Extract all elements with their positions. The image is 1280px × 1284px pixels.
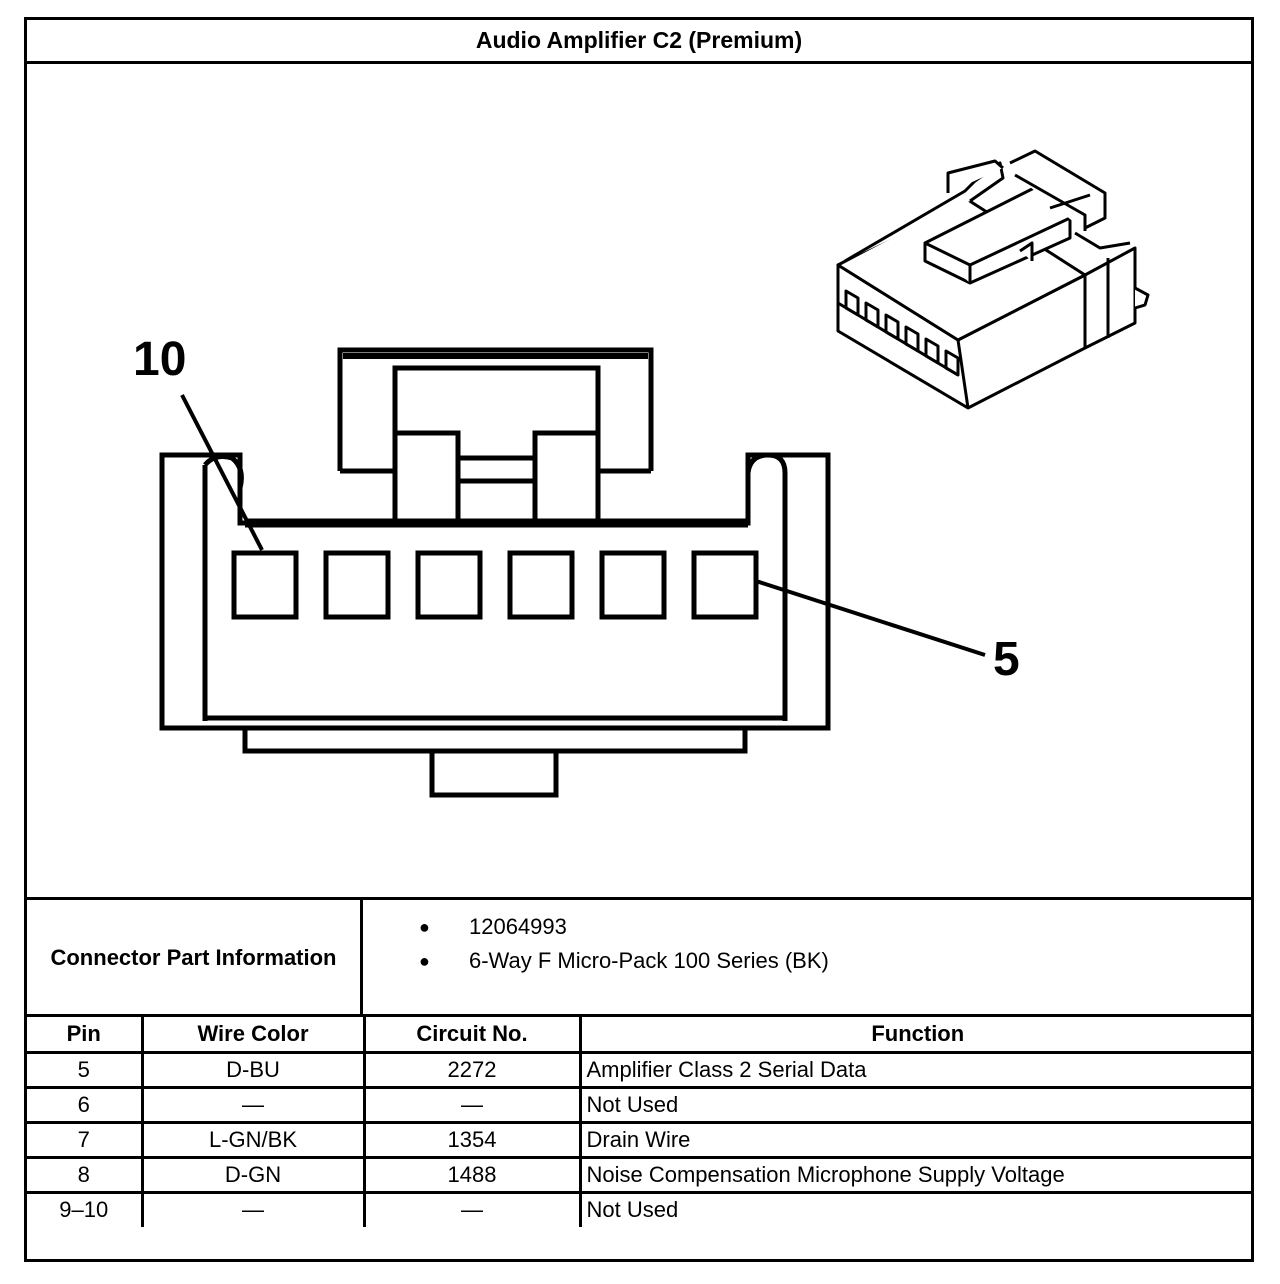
connector-description: 6-Way F Micro-Pack 100 Series (BK) xyxy=(469,948,829,973)
list-item: ● 6-Way F Micro-Pack 100 Series (BK) xyxy=(419,944,829,978)
cell-function: Not Used xyxy=(578,1190,1254,1227)
cell-pin: 6 xyxy=(27,1085,144,1124)
header-wire-color: Wire Color xyxy=(140,1017,366,1054)
cell-circuit: 1488 xyxy=(362,1155,582,1194)
connector-info-label: Connector Part Information xyxy=(27,900,363,1014)
connector-3d-illustration xyxy=(836,149,1150,410)
header-function: Function xyxy=(578,1017,1254,1054)
table-row: 5 D-BU 2272 Amplifier Class 2 Serial Dat… xyxy=(27,1050,1254,1089)
table-header-row: Pin Wire Color Circuit No. Function xyxy=(27,1017,1254,1054)
pin-cavity xyxy=(323,550,391,620)
cell-function: Noise Compensation Microphone Supply Vol… xyxy=(578,1155,1254,1194)
cell-wire-color: — xyxy=(140,1085,366,1124)
cell-wire-color: D-BU xyxy=(140,1050,366,1089)
pin-table: Pin Wire Color Circuit No. Function 5 D-… xyxy=(27,1017,1254,1227)
cell-function: Not Used xyxy=(578,1085,1254,1124)
connector-latch xyxy=(337,347,654,523)
cell-circuit: — xyxy=(362,1085,582,1124)
cell-circuit: — xyxy=(362,1190,582,1227)
cell-wire-color: L-GN/BK xyxy=(140,1120,366,1159)
part-number: 12064993 xyxy=(469,914,567,939)
connector-diagram-area: 10 5 xyxy=(27,64,1251,900)
leader-line-pin-10 xyxy=(180,394,264,551)
connector-part-info: Connector Part Information ● 12064993 ● … xyxy=(27,900,1251,1017)
connector-face-drawing: 10 5 xyxy=(133,149,1150,798)
table-row: 6 — — Not Used xyxy=(27,1085,1254,1124)
bullet-icon: ● xyxy=(419,917,430,937)
pin-cavity xyxy=(231,550,299,620)
list-item: ● 12064993 xyxy=(419,910,829,944)
callout-pin-10: 10 xyxy=(133,333,186,386)
cell-circuit: 2272 xyxy=(362,1050,582,1089)
cell-pin: 7 xyxy=(27,1120,144,1159)
table-row: 8 D-GN 1488 Noise Compensation Microphon… xyxy=(27,1155,1254,1194)
cell-pin: 5 xyxy=(27,1050,144,1089)
table-row: 7 L-GN/BK 1354 Drain Wire xyxy=(27,1120,1254,1159)
callout-pin-5: 5 xyxy=(993,633,1020,686)
pin-cavity xyxy=(415,550,483,620)
connector-face xyxy=(159,452,831,798)
header-pin: Pin xyxy=(27,1017,144,1054)
cell-wire-color: — xyxy=(140,1190,366,1227)
cell-circuit: 1354 xyxy=(362,1120,582,1159)
bullet-icon: ● xyxy=(419,951,430,971)
cell-function: Drain Wire xyxy=(578,1120,1254,1159)
cell-wire-color: D-GN xyxy=(140,1155,366,1194)
header-circuit: Circuit No. xyxy=(362,1017,582,1054)
pin-cavity xyxy=(507,550,575,620)
pin-cavity xyxy=(691,550,759,620)
cell-pin: 8 xyxy=(27,1155,144,1194)
pin-cavities xyxy=(231,550,759,620)
connector-info-list: ● 12064993 ● 6-Way F Micro-Pack 100 Seri… xyxy=(419,910,829,978)
sheet-title: Audio Amplifier C2 (Premium) xyxy=(27,20,1251,64)
pin-cavity xyxy=(599,550,667,620)
cell-pin: 9–10 xyxy=(27,1190,144,1227)
leader-line-pin-5 xyxy=(755,579,986,657)
connector-sheet: Audio Amplifier C2 (Premium) xyxy=(24,17,1254,1262)
table-row: 9–10 — — Not Used xyxy=(27,1190,1254,1227)
cell-function: Amplifier Class 2 Serial Data xyxy=(578,1050,1254,1089)
